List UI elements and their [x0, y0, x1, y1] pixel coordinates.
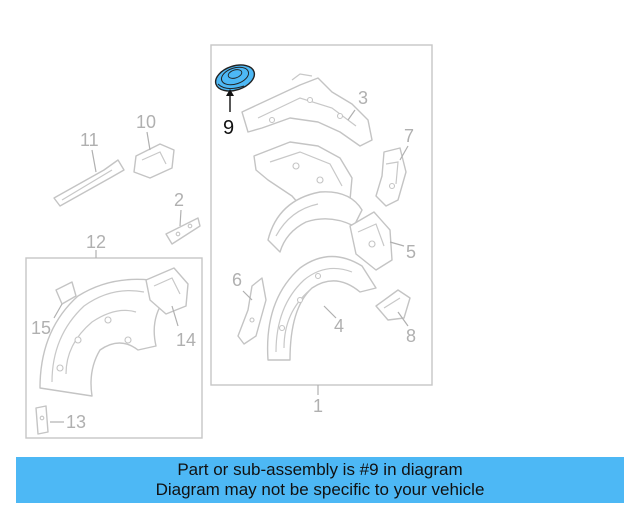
callout-arrow-9: [226, 89, 234, 96]
assembly-box-wheelhouse: [25, 257, 203, 439]
banner-line-2: Diagram may not be specific to your vehi…: [155, 480, 485, 499]
part-7-bracket[interactable]: [375, 147, 407, 207]
part-14-wheelhouse-inner[interactable]: [39, 278, 165, 397]
callout-label-3[interactable]: 3: [358, 88, 368, 108]
info-banner: Part or sub-assembly is #9 in diagram Di…: [16, 457, 624, 503]
part-wheelhouse-outer-upper: [267, 191, 363, 253]
callout-label-5[interactable]: 5: [406, 242, 416, 262]
callout-label-12[interactable]: 12: [86, 232, 106, 252]
part-8-bracket[interactable]: [375, 289, 411, 321]
callout-label-15[interactable]: 15: [31, 318, 51, 338]
callout-label-4[interactable]: 4: [334, 316, 344, 336]
callout-label-9[interactable]: 9: [223, 117, 234, 139]
callout-label-6[interactable]: 6: [232, 270, 242, 290]
part-9-plug[interactable]: [212, 60, 257, 95]
part-11-strip[interactable]: [53, 159, 125, 207]
callout-label-1[interactable]: 1: [313, 396, 323, 416]
part-5-panel[interactable]: [349, 211, 393, 271]
banner-line-1: Part or sub-assembly is #9 in diagram: [177, 460, 463, 479]
part-13-plate[interactable]: [35, 405, 49, 435]
callout-label-14[interactable]: 14: [176, 330, 196, 350]
part-10-block[interactable]: [133, 143, 175, 179]
assembly-box-main: [210, 44, 433, 386]
parts-diagram: 9 3 4 7: [25, 44, 433, 439]
callout-label-2[interactable]: 2: [174, 190, 184, 210]
part-15-bracket[interactable]: [55, 281, 77, 305]
part-6-strip[interactable]: [237, 277, 267, 345]
callout-label-8[interactable]: 8: [406, 326, 416, 346]
part-2-clip[interactable]: [165, 217, 201, 245]
callout-label-10[interactable]: 10: [136, 112, 156, 132]
callout-label-13[interactable]: 13: [66, 412, 86, 432]
part-4-wheel-house[interactable]: [266, 255, 377, 361]
callout-label-7[interactable]: 7: [404, 126, 414, 146]
part-3-rail[interactable]: [241, 73, 373, 147]
callout-label-11[interactable]: 11: [80, 130, 99, 150]
part-14-bracket[interactable]: [145, 267, 189, 315]
